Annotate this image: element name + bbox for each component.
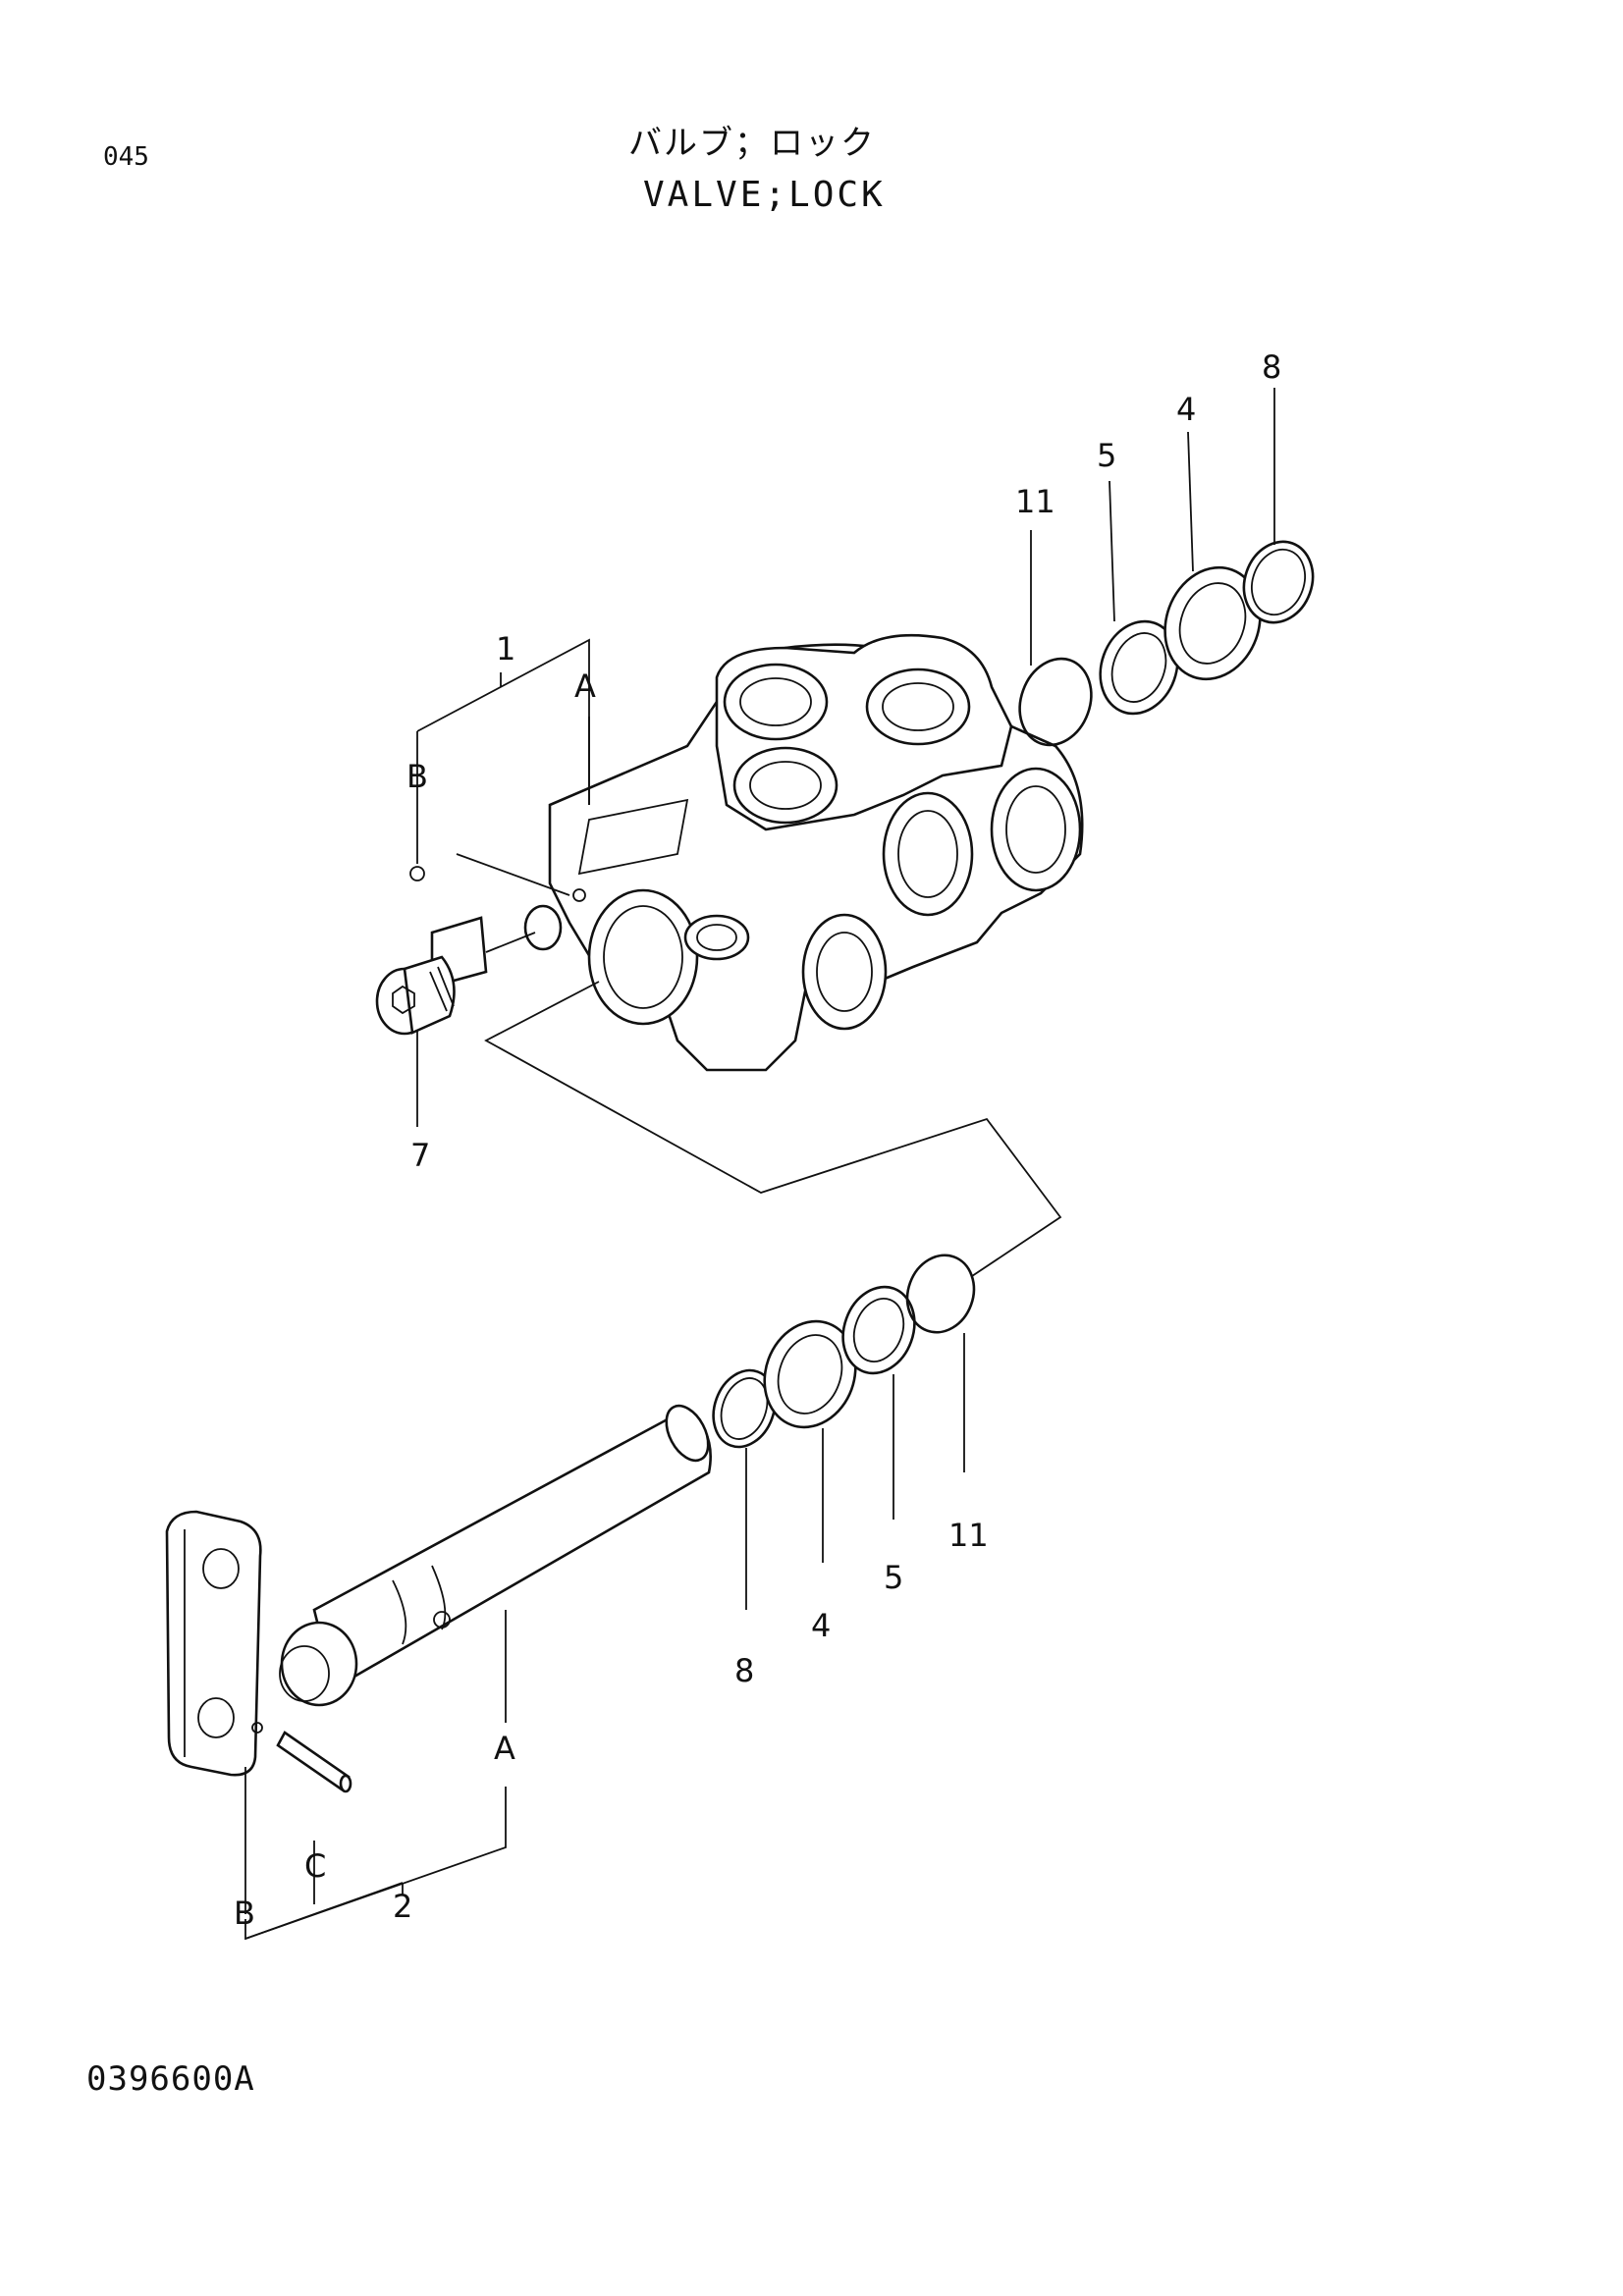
spool-2 <box>279 1404 712 1707</box>
callout-b-bottom: B <box>234 1895 255 1932</box>
callout-1: 1 <box>496 630 515 667</box>
callout-4-top: 4 <box>1176 391 1196 428</box>
callout-a-bottom: A <box>494 1730 515 1767</box>
upper-seal-set <box>1018 540 1315 747</box>
drawing-code: 0396600A <box>86 2059 255 2099</box>
callout-11-bottom: 11 <box>948 1517 989 1554</box>
pin-c <box>276 1731 352 1793</box>
valve-body <box>523 633 1084 1072</box>
callout-11-top: 11 <box>1015 483 1055 520</box>
callout-5-top: 5 <box>1097 437 1116 474</box>
callout-8-top: 8 <box>1262 348 1281 386</box>
plug-7 <box>375 916 488 1036</box>
callout-5-bottom: 5 <box>884 1559 903 1596</box>
callout-b-top: B <box>406 758 428 795</box>
callout-2: 2 <box>393 1888 412 1925</box>
callout-8-bottom: 8 <box>734 1652 754 1689</box>
title-japanese: バルブ；ロック <box>628 124 876 163</box>
leader-lines <box>244 388 1275 1941</box>
callout-c: C <box>304 1847 326 1885</box>
title-english: VALVE;LOCK <box>643 175 886 215</box>
lever-plate <box>165 1510 263 1777</box>
lower-seal-set <box>712 1254 976 1449</box>
page-number: 045 <box>103 142 149 172</box>
callout-labels: 1 A B 7 11 5 4 8 8 4 5 11 A C B 2 <box>234 348 1281 1932</box>
callout-4-bottom: 4 <box>811 1607 831 1644</box>
callout-a-top: A <box>574 667 596 705</box>
callout-7: 7 <box>410 1137 430 1174</box>
